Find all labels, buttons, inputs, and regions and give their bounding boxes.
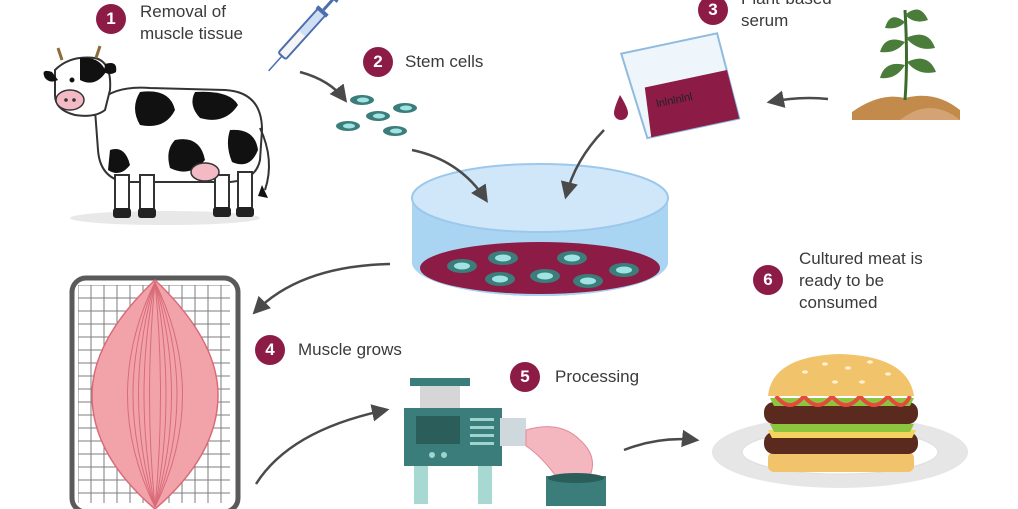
process-arrows xyxy=(252,70,829,485)
cultured-cell xyxy=(447,259,477,273)
step-label-6: Cultured meat is ready to be consumed xyxy=(799,248,923,314)
stem-cell xyxy=(393,103,417,113)
arrow-plant-to-beaker xyxy=(766,90,829,108)
step-label-2-line-1: Stem cells xyxy=(405,52,484,71)
arrow-machine-to-burger xyxy=(623,429,700,452)
stem-cells-cluster xyxy=(336,95,417,136)
cultured-cell xyxy=(485,272,515,286)
petri-dish-illustration xyxy=(411,163,669,296)
cultured-cell xyxy=(530,269,560,283)
step-label-3-line-1: Plant-based xyxy=(741,0,832,10)
cultured-cell xyxy=(573,274,603,288)
step-number-5: 5 xyxy=(510,362,540,392)
step-label-5: Processing xyxy=(555,366,639,388)
step-number-6: 6 xyxy=(753,265,783,295)
arrow-cells-to-dish xyxy=(411,148,488,203)
step-number-3: 3 xyxy=(698,0,728,25)
step-label-1-line-1: Removal of xyxy=(140,2,226,21)
arrow-serum-to-dish xyxy=(560,129,605,200)
burger-illustration xyxy=(712,354,968,488)
arrow-dish-to-muscle xyxy=(252,262,391,315)
cow-illustration xyxy=(43,45,270,225)
step-label-5-line-1: Processing xyxy=(555,367,640,386)
cultured-cell xyxy=(488,251,518,265)
stem-cell xyxy=(336,121,360,131)
plant-illustration xyxy=(852,9,960,120)
step-label-4-line-1: Muscle grows xyxy=(298,340,402,359)
step-label-6-line-3: consumed xyxy=(799,293,878,312)
meat-processing-machine xyxy=(404,378,606,506)
syringe-icon xyxy=(268,0,339,72)
stem-cell xyxy=(383,126,407,136)
stem-cell xyxy=(350,95,374,105)
step-label-6-line-1: Cultured meat is xyxy=(799,249,923,268)
cultured-cell xyxy=(609,263,639,277)
step-label-6-line-2: ready to be xyxy=(799,271,885,290)
step-label-3: Plant-based serum xyxy=(741,0,832,32)
step-label-2: Stem cells xyxy=(405,51,483,73)
step-number-4: 4 xyxy=(255,335,285,365)
step-label-1-line-2: muscle tissue xyxy=(140,24,243,43)
arrow-cow-to-cells xyxy=(299,70,348,103)
step-label-3-line-2: serum xyxy=(741,11,789,30)
stem-cell xyxy=(366,111,390,121)
cultured-cell xyxy=(557,251,587,265)
step-number-2: 2 xyxy=(363,47,393,77)
step-label-1: Removal of muscle tissue xyxy=(140,1,243,45)
step-label-4: Muscle grows xyxy=(298,339,402,361)
muscle-grid-illustration xyxy=(69,275,241,509)
serum-drop xyxy=(614,95,628,120)
arrow-muscle-to-machine xyxy=(254,404,390,485)
step-number-1: 1 xyxy=(96,4,126,34)
muscle-fibers xyxy=(127,281,183,508)
beaker-illustration: lnlnlnlnl xyxy=(619,32,741,140)
